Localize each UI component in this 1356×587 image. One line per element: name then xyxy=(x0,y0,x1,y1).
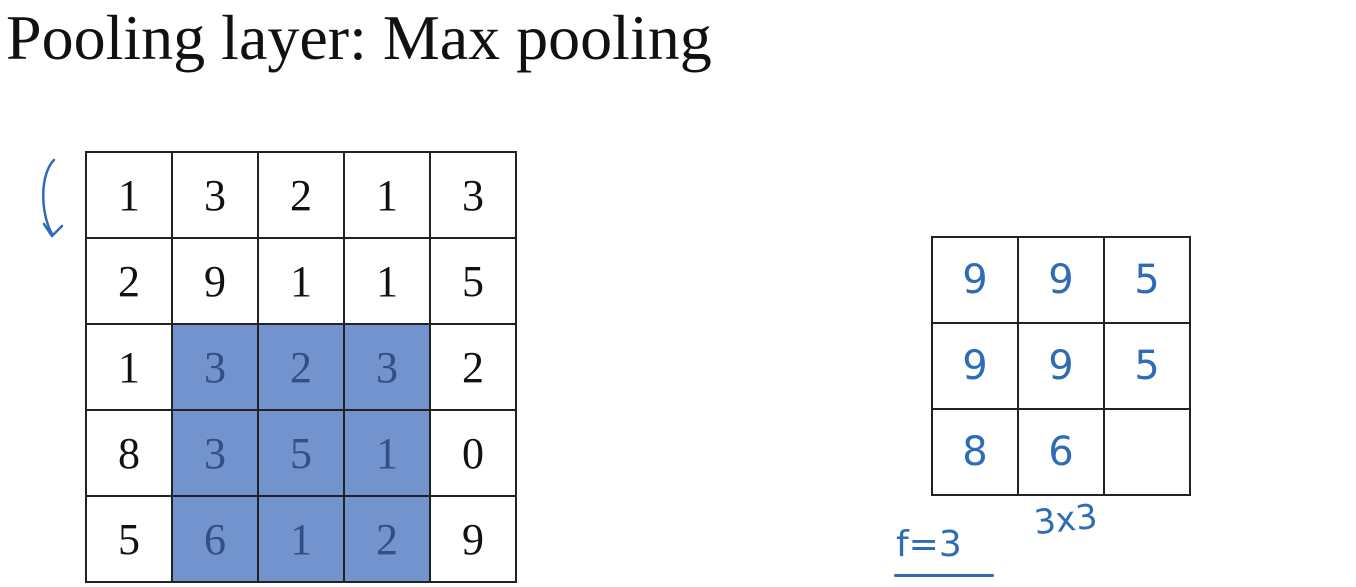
input-cell: 3 xyxy=(171,323,259,411)
input-cell: 3 xyxy=(343,323,431,411)
output-size-annotation: 3x3 xyxy=(1032,496,1100,544)
input-cell: 5 xyxy=(257,409,345,497)
output-cell: 9 xyxy=(1017,322,1105,410)
input-cell: 2 xyxy=(429,323,517,411)
input-cell: 2 xyxy=(257,323,345,411)
input-row: 1 3 2 1 3 xyxy=(85,151,517,239)
output-cell: 8 xyxy=(931,408,1019,496)
input-cell: 1 xyxy=(343,151,431,239)
output-row: 9 9 5 xyxy=(931,236,1191,324)
output-cell xyxy=(1103,408,1191,496)
input-cell: 1 xyxy=(257,237,345,325)
input-row: 8 3 5 1 0 xyxy=(85,409,517,497)
input-cell: 6 xyxy=(171,495,259,583)
input-cell: 0 xyxy=(429,409,517,497)
input-cell: 1 xyxy=(343,237,431,325)
output-cell: 6 xyxy=(1017,408,1105,496)
output-row: 9 9 5 xyxy=(931,322,1191,410)
input-cell: 2 xyxy=(85,237,173,325)
output-cell: 9 xyxy=(931,236,1019,324)
filter-size-underline xyxy=(894,574,994,577)
filter-size-annotation: f=3 xyxy=(896,524,962,565)
output-cell: 9 xyxy=(931,322,1019,410)
input-row: 1 3 2 3 2 xyxy=(85,323,517,411)
output-matrix: 9 9 5 9 9 5 8 6 xyxy=(931,236,1191,496)
input-cell: 3 xyxy=(171,409,259,497)
input-cell: 9 xyxy=(171,237,259,325)
input-cell: 8 xyxy=(85,409,173,497)
input-cell: 5 xyxy=(85,495,173,583)
input-matrix: 1 3 2 1 3 2 9 1 1 5 1 3 2 3 2 8 3 5 1 0 xyxy=(85,151,517,583)
input-cell: 9 xyxy=(429,495,517,583)
input-cell: 3 xyxy=(171,151,259,239)
slide-title: Pooling layer: Max pooling xyxy=(6,2,712,73)
input-cell: 1 xyxy=(343,409,431,497)
input-cell: 1 xyxy=(85,323,173,411)
input-cell: 1 xyxy=(257,495,345,583)
input-row: 2 9 1 1 5 xyxy=(85,237,517,325)
input-cell: 3 xyxy=(429,151,517,239)
output-cell: 5 xyxy=(1103,322,1191,410)
curved-arrow-icon xyxy=(42,158,64,238)
input-cell: 5 xyxy=(429,237,517,325)
output-row: 8 6 xyxy=(931,408,1191,496)
input-cell: 2 xyxy=(343,495,431,583)
input-cell: 1 xyxy=(85,151,173,239)
output-cell: 5 xyxy=(1103,236,1191,324)
input-row: 5 6 1 2 9 xyxy=(85,495,517,583)
output-cell: 9 xyxy=(1017,236,1105,324)
input-cell: 2 xyxy=(257,151,345,239)
